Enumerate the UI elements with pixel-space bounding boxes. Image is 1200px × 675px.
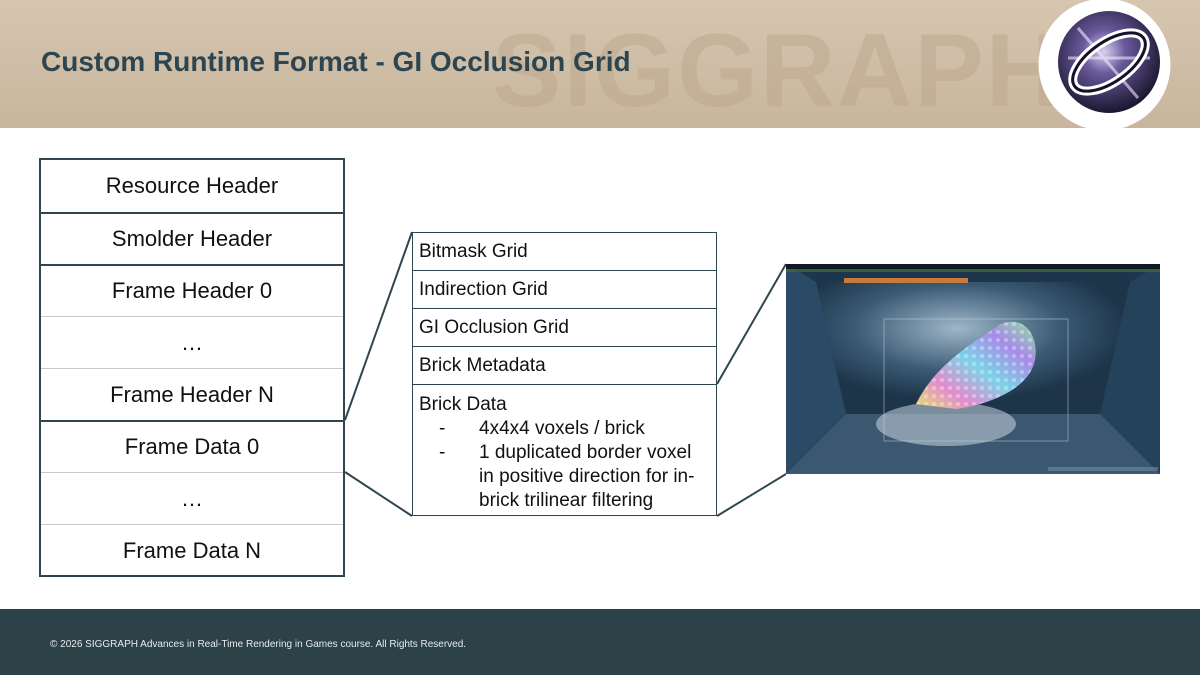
copyright-notice: © 2026 SIGGRAPH Advances in Real-Time Re… [50, 639, 467, 650]
header-band: SIGGRAPH Custom Runtime Format - GI Occl… [0, 0, 1200, 128]
detail-row-gi-occlusion-grid: GI Occlusion Grid [413, 309, 716, 347]
frame-data-detail: Bitmask Grid Indirection Grid GI Occlusi… [412, 232, 717, 516]
footer-band: © 2026 SIGGRAPH Advances in Real-Time Re… [0, 609, 1200, 675]
brick-data-bullet: - 4x4x4 voxels / brick [419, 417, 710, 441]
detail-row-indirection-grid: Indirection Grid [413, 271, 716, 309]
siggraph-logo-icon [1038, 0, 1171, 128]
connector-line [344, 231, 413, 421]
bullet-marker: - [439, 418, 446, 439]
stack-row-frame-header-n: Frame Header N [41, 368, 343, 420]
brick-data-label: Brick Data [419, 394, 507, 415]
stack-row-ellipsis-data: … [41, 472, 343, 524]
stack-row-frame-data-0: Frame Data 0 [41, 420, 343, 472]
bullet-text: 1 duplicated border voxel in positive di… [479, 442, 695, 511]
stack-row-frame-data-n: Frame Data N [41, 524, 343, 576]
file-layout-stack: Resource Header Smolder Header Frame Hea… [39, 158, 345, 577]
stack-row-smolder-header: Smolder Header [41, 212, 343, 264]
slide-title: Custom Runtime Format - GI Occlusion Gri… [41, 46, 631, 77]
connector-line [344, 471, 413, 517]
bullet-marker: - [439, 442, 446, 463]
detail-row-brick-data: Brick Data - 4x4x4 voxels / brick - 1 du… [413, 385, 716, 513]
stack-row-ellipsis-headers: … [41, 316, 343, 368]
gi-occlusion-render-screenshot [786, 264, 1160, 474]
stack-row-resource-header: Resource Header [105, 173, 279, 198]
bullet-text: 4x4x4 voxels / brick [479, 418, 645, 439]
detail-row-bitmask-grid: Bitmask Grid [413, 233, 716, 271]
brick-data-bullet: - 1 duplicated border voxel in positive … [419, 441, 710, 513]
connector-line [716, 473, 787, 517]
siggraph-watermark: SIGGRAPH [492, 13, 1063, 128]
detail-row-brick-metadata: Brick Metadata [413, 347, 716, 385]
stack-row-frame-header-0: Frame Header 0 [41, 264, 343, 316]
connector-line [716, 263, 787, 385]
